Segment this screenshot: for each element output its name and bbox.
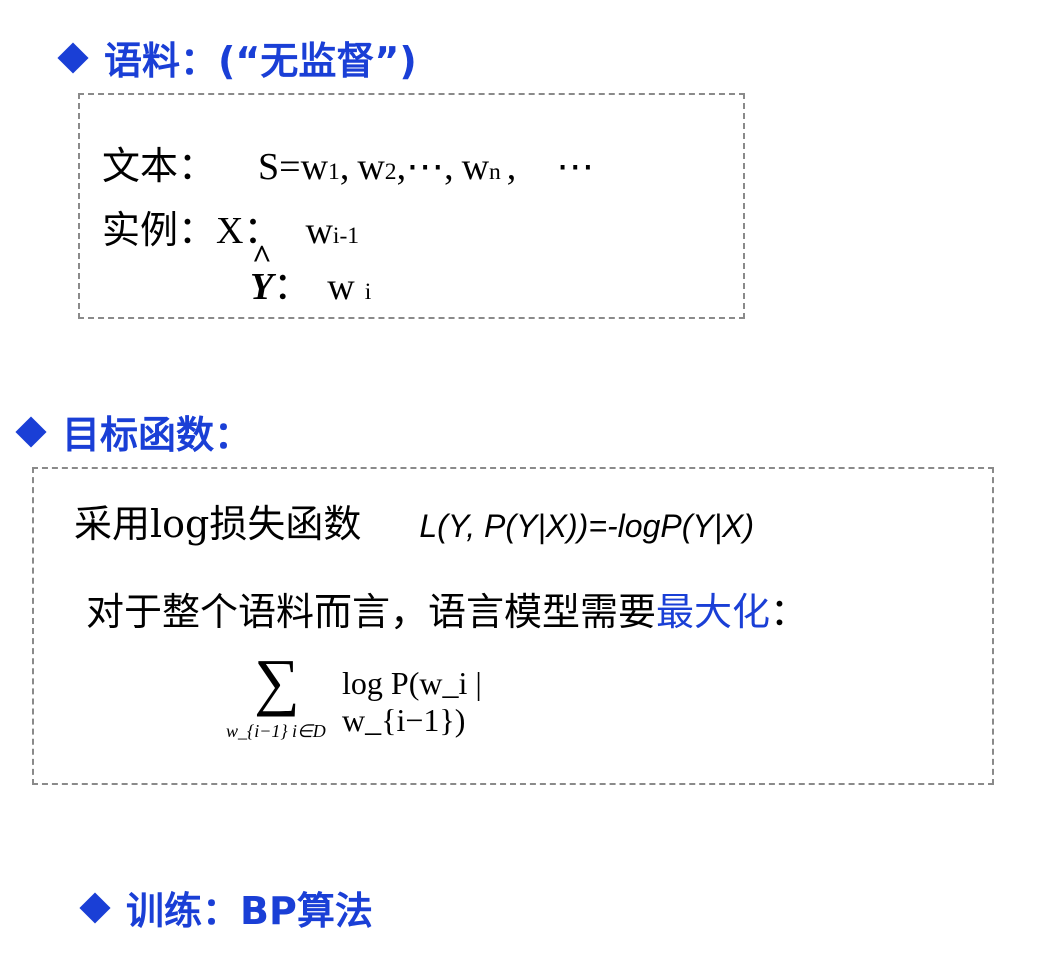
x-value: w <box>305 210 333 252</box>
objective-box: 采用log损失函数 L(Y, P(Y|X))=-logP(Y|X) 对于整个语料… <box>32 467 994 785</box>
text-label: 文本： <box>102 144 217 188</box>
y-value: w <box>327 266 355 308</box>
yhat-line: ^ Y ： w i <box>250 239 372 308</box>
maximize-highlight: 最大化 <box>656 590 771 634</box>
diamond-bullet-icon <box>15 415 47 448</box>
diamond-bullet-icon <box>57 41 89 74</box>
maximize-line: 对于整个语料而言，语言模型需要最大化： <box>86 581 808 636</box>
section-heading-training: 训练：BP算法 <box>79 880 373 935</box>
loss-formula: L(Y, P(Y|X))=-logP(Y|X) <box>419 508 755 544</box>
y-hat-label: Y <box>250 266 274 308</box>
loss-line: 采用log损失函数 L(Y, P(Y|X))=-logP(Y|X) <box>74 493 754 548</box>
y-hat-accent: ^ <box>252 239 272 276</box>
section-title-corpus: 语料：(“无监督”) <box>104 39 417 83</box>
sum-subscript: w_{i−1} i∈D <box>226 721 326 741</box>
sum-symbol: ∑ <box>254 646 300 717</box>
x-label: X： <box>216 210 282 252</box>
maximize-text: 对于整个语料而言，语言模型需要 <box>86 590 657 634</box>
section-title-training: 训练：BP算法 <box>126 889 373 933</box>
section-heading-objective: 目标函数： <box>15 404 253 459</box>
sequence-prefix: S= <box>258 146 301 188</box>
instance-label: 实例： <box>102 208 217 252</box>
section-title-objective: 目标函数： <box>62 413 253 457</box>
sum-body: log P(w_i | w_{i−1}) <box>342 665 482 738</box>
loss-text: 采用log损失函数 <box>74 502 362 546</box>
sum-formula: ∑ w_{i−1} i∈D log P(w_i | w_{i−1}) <box>224 646 584 751</box>
trailing-ellipsis: ⋯ <box>556 146 595 188</box>
diamond-bullet-icon <box>79 891 111 924</box>
section-heading-corpus: 语料：(“无监督”) <box>57 30 417 85</box>
